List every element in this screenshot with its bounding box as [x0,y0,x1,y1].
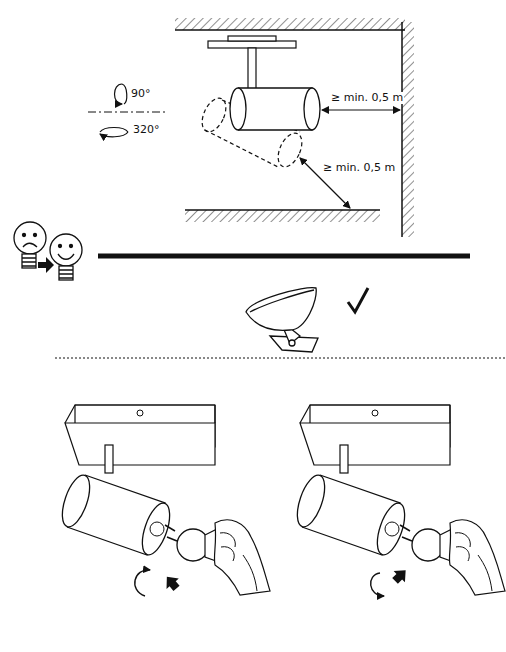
clearance-dimension: ≥ min. 0,5 m [322,162,396,174]
clearance-dimension: ≥ min. 0,5 m [330,92,404,104]
rotation-angle: 90° [130,88,152,100]
rotation-angle: 320° [132,124,161,136]
